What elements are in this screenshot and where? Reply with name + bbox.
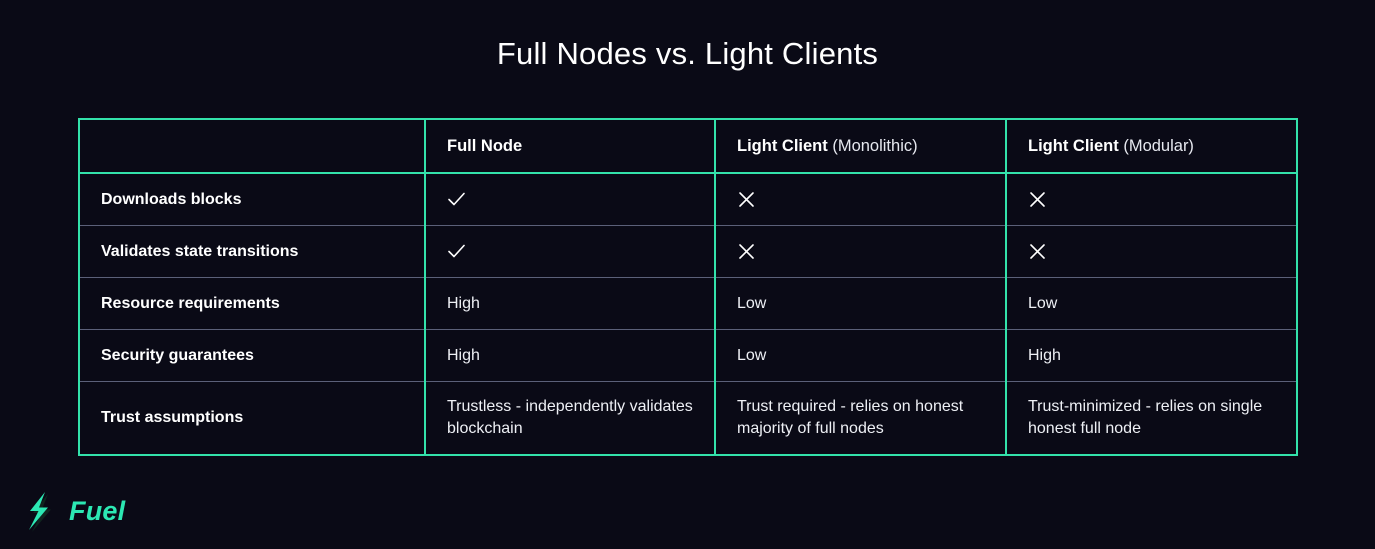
cell-text: Trust required - relies on honest majori… [737,398,964,437]
fuel-bolt-icon [18,490,58,532]
fuel-logo[interactable]: Fuel [18,490,125,532]
table-header-row: Full Node Light Client (Monolithic) Ligh… [79,119,1297,174]
table-row: Downloads blocks [79,173,1297,226]
table-row: Resource requirements High Low Low [79,277,1297,330]
cell-downloads-blocks-light-monolithic [714,173,1006,226]
table-row: Trust assumptions Trustless - independen… [79,381,1297,455]
header-cell-full-node: Full Node [424,119,715,174]
check-icon [447,190,466,209]
header-paren-modular: (Modular) [1123,136,1194,155]
fuel-wordmark: Fuel [69,495,126,526]
header-cell-light-client-monolithic: Light Client (Monolithic) [714,119,1006,174]
cell-trust-assumptions-full-node: Trustless - independently validates bloc… [424,381,715,455]
table-body: Downloads blocks Validates state transit… [79,173,1297,455]
cell-validates-state-transitions-light-monolithic [714,225,1006,278]
cell-resource-requirements-full-node: High [424,277,715,330]
cell-validates-state-transitions-full-node [424,225,715,278]
header-label-full-node: Full Node [447,136,523,155]
cell-security-guarantees-light-modular: High [1005,329,1297,382]
header-cell-blank [79,119,425,174]
table-row: Security guarantees High Low High [79,329,1297,382]
row-label-downloads-blocks: Downloads blocks [101,190,242,208]
cross-icon [1028,242,1047,261]
row-label-trust-assumptions: Trust assumptions [79,381,425,455]
cell-text: Trust-minimized - relies on single hones… [1028,398,1263,437]
cell-security-guarantees-full-node: High [424,329,715,382]
cell-resource-requirements-light-monolithic: Low [714,277,1006,330]
page-title: Full Nodes vs. Light Clients [496,36,879,71]
header-label-light-client-modular: Light Client [1028,136,1119,155]
cell-validates-state-transitions-light-modular [1005,225,1297,278]
cell-trust-assumptions-light-modular: Trust-minimized - relies on single hones… [1005,381,1297,455]
cross-icon [737,190,756,209]
header-label-light-client-monolithic: Light Client [737,136,828,155]
cross-icon [1028,190,1047,209]
cross-icon [737,242,756,261]
row-label-validates-state-transitions: Validates state transitions [79,225,425,278]
check-icon [447,242,466,261]
header-cell-light-client-modular: Light Client (Modular) [1005,119,1297,174]
table-header: Full Node Light Client (Monolithic) Ligh… [79,119,1297,174]
table-row: Validates state transitions [79,225,1297,278]
cell-trust-assumptions-light-monolithic: Trust required - relies on honest majori… [714,381,1006,455]
row-label-security-guarantees: Security guarantees [79,329,425,382]
cell-downloads-blocks-light-modular [1005,173,1297,226]
cell-text: Trustless - independently validates bloc… [447,398,693,437]
row-label-resource-requirements: Resource requirements [79,277,425,330]
header-paren-monolithic: (Monolithic) [832,136,918,155]
comparison-table: Full Node Light Client (Monolithic) Ligh… [78,118,1298,456]
cell-downloads-blocks-full-node [424,173,715,226]
cell-security-guarantees-light-monolithic: Low [714,329,1006,382]
cell-resource-requirements-light-modular: Low [1005,277,1297,330]
